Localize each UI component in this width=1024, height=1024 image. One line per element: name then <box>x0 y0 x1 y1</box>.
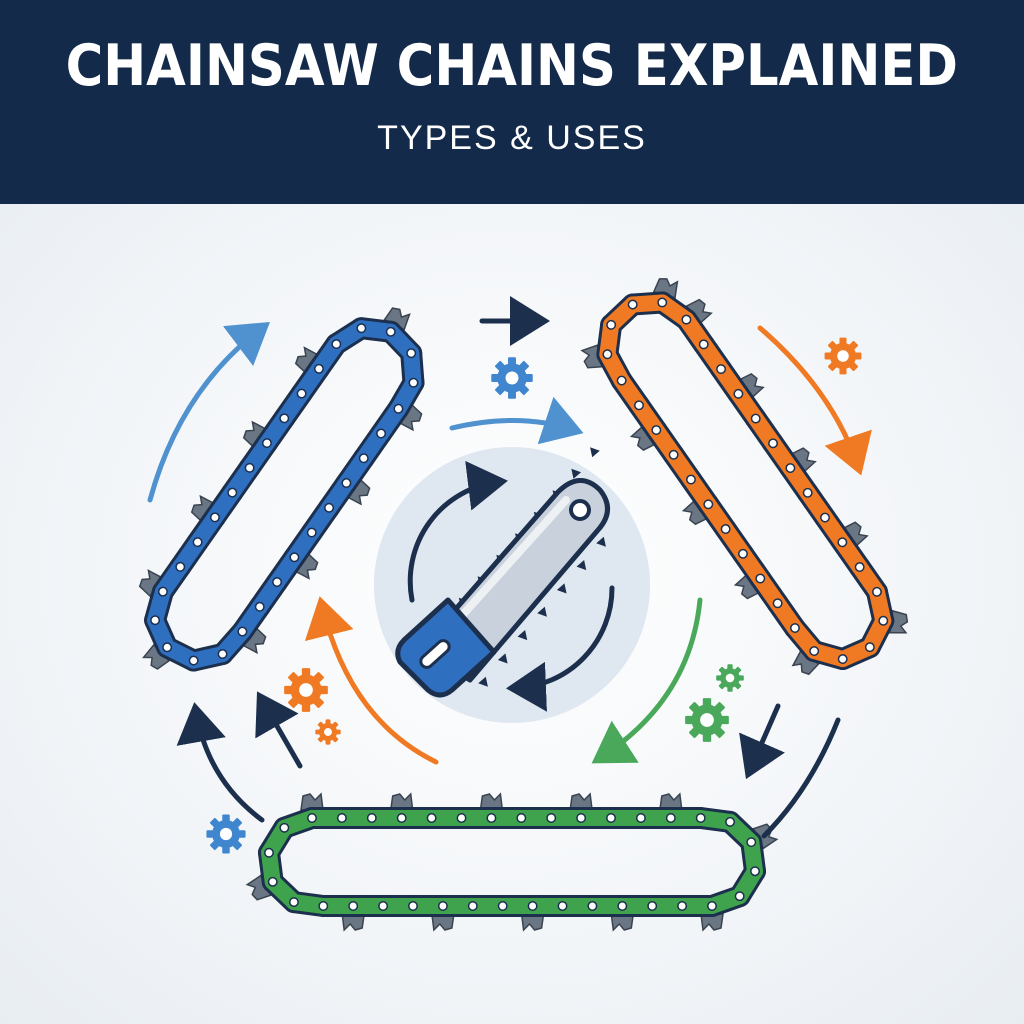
chainsaw-bar-icon <box>374 447 650 723</box>
page-title: CHAINSAW CHAINS EXPLAINED <box>65 33 959 99</box>
blue-chain-loop <box>138 307 425 672</box>
flow-arrows <box>147 296 872 839</box>
chain-types-illustration <box>0 204 1024 1024</box>
gear-icons <box>206 337 862 854</box>
header-banner: CHAINSAW CHAINS EXPLAINED TYPES & USES <box>0 0 1024 204</box>
page-subtitle: TYPES & USES <box>377 119 647 157</box>
green-chain-loop <box>245 792 779 932</box>
rotation-arrows <box>407 460 615 712</box>
orange-chain-loop <box>580 278 909 676</box>
